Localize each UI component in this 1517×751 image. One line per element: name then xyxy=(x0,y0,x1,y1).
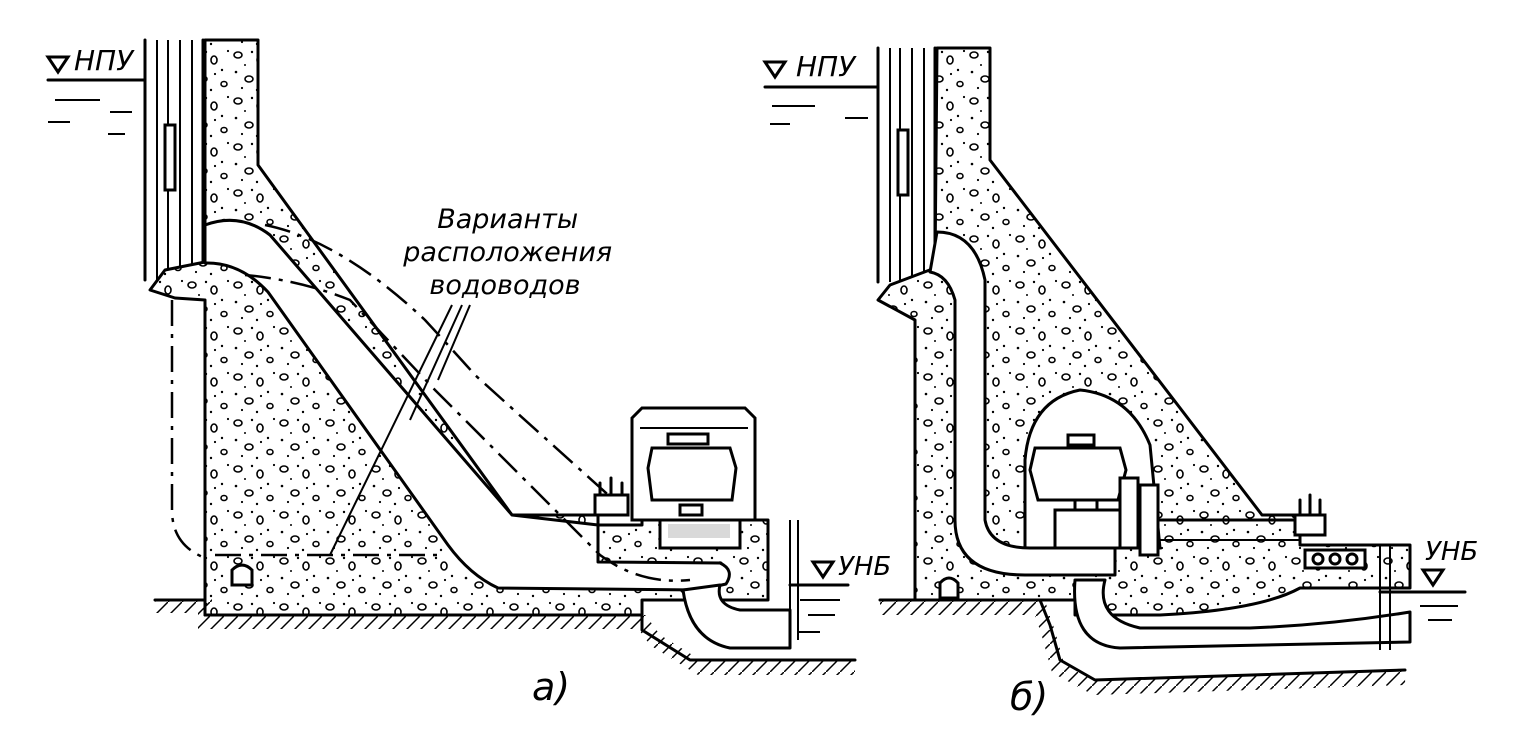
variant-a-section: НПУ Варианты расположения водоводов xyxy=(45,38,891,709)
draft-tube-a xyxy=(681,583,792,650)
callout-line-2: расположения xyxy=(402,237,612,268)
inspection-gallery-a xyxy=(230,563,254,587)
transformer-b xyxy=(1293,493,1327,537)
alternate-conduit-upper-a xyxy=(264,223,626,511)
draft-tube-b xyxy=(1073,578,1412,650)
downstream-level-label-b: УНБ xyxy=(1425,537,1478,567)
foundation-ground-a xyxy=(153,598,857,675)
gate-columns-b xyxy=(1118,476,1160,557)
caption-a: а) xyxy=(532,665,570,709)
alternate-conduit-lower-a xyxy=(244,273,691,582)
penstock-b xyxy=(928,230,1117,577)
upstream-level-marker-a: НПУ xyxy=(45,44,147,135)
caption-b: б) xyxy=(1010,675,1048,719)
inspection-gallery-b xyxy=(938,576,960,600)
gate-shaft-b xyxy=(876,46,937,284)
callout-line-3: водоводов xyxy=(429,270,580,301)
tailwater-b: УНБ xyxy=(1378,537,1478,650)
generator-b xyxy=(1028,433,1128,550)
upstream-level-label-a: НПУ xyxy=(74,44,135,77)
callout-leader-1-a xyxy=(329,304,453,556)
callout-line-1: Варианты xyxy=(437,204,578,235)
powerhouse-a xyxy=(630,406,757,550)
callout-leader-3-a xyxy=(437,304,471,381)
foundation-ground-b xyxy=(878,598,1407,696)
alternate-conduit-left-a xyxy=(170,300,206,560)
gate-shaft-a xyxy=(143,38,205,282)
callout-leader-2-a xyxy=(409,304,463,421)
upstream-level-marker-b: НПУ xyxy=(762,50,880,125)
downstream-level-label-a: УНБ xyxy=(838,552,891,582)
variant-b-section: НПУ xyxy=(762,46,1478,719)
tailwater-a: УНБ xyxy=(788,520,891,640)
cable-gallery-b xyxy=(1303,548,1367,570)
upstream-level-label-b: НПУ xyxy=(796,50,857,83)
transformer-a xyxy=(593,476,630,517)
callout-text-a: Варианты расположения водоводов xyxy=(402,204,620,301)
